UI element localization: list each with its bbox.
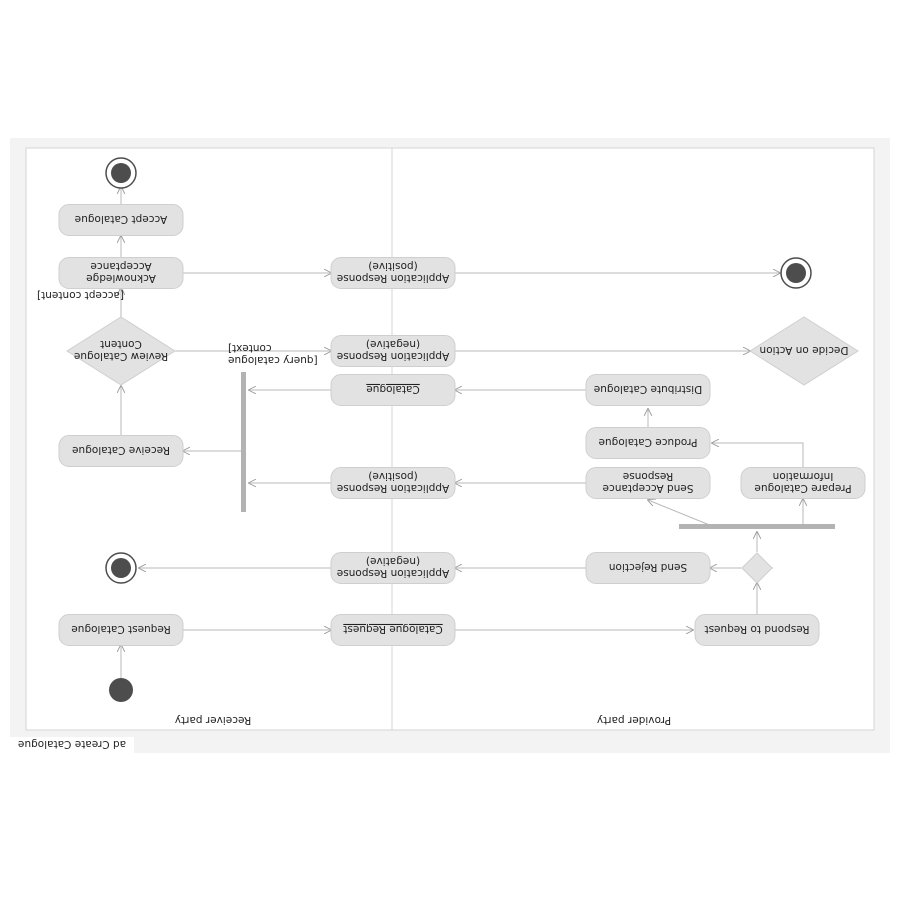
action-node-shape <box>585 467 711 499</box>
action-node-shape <box>58 614 184 646</box>
node-app-response-positive-1: Application Response(positive) <box>330 467 456 499</box>
node-distribute-catalogue: Distribute Catalogue <box>585 374 711 406</box>
node-receive-catalogue: Receive Catalogue <box>58 435 184 467</box>
lane-label-receiver: Receiver party <box>175 714 252 726</box>
node-label: Review Catalogue <box>74 350 168 362</box>
object-node-shape <box>330 552 456 584</box>
node-label: Catalogue <box>366 383 419 395</box>
decision-shape <box>749 316 859 386</box>
node-label: Send Rejection <box>609 561 687 573</box>
frame-title: ad Create Catalogue <box>18 738 126 750</box>
final-node-receiver-top <box>105 157 137 189</box>
node-label: Response <box>623 470 673 482</box>
decision-shape <box>66 316 176 386</box>
action-node-shape <box>58 435 184 467</box>
object-node-shape <box>330 257 456 289</box>
node-label: Decide on Action <box>760 344 849 356</box>
join-bar <box>241 372 246 512</box>
object-node-shape <box>330 614 456 646</box>
final-node-receiver-bottom <box>105 552 137 584</box>
node-label: Acceptance <box>90 260 151 272</box>
edges <box>121 187 803 678</box>
guard-query-catalogue: [query catalogue <box>228 354 318 366</box>
node-label: Produce Catalogue <box>599 436 698 448</box>
node-label: Accept Catalogue <box>75 213 168 225</box>
node-decide-on-action: Decide on Action <box>749 316 859 386</box>
edge-prepare-to-produce <box>712 443 804 467</box>
node-label: Respond to Request <box>704 623 809 635</box>
final-node-provider <box>780 257 812 289</box>
node-label: Request Catalogue <box>71 623 170 635</box>
node-label: Application Response <box>337 272 449 284</box>
node-label: Receive Catalogue <box>72 444 170 456</box>
action-node-shape <box>585 427 711 459</box>
action-node-shape <box>585 552 711 584</box>
node-request-catalogue: Request Catalogue <box>58 614 184 646</box>
action-node-shape <box>585 374 711 406</box>
node-label: (negative) <box>366 338 420 350</box>
node-label: Distribute Catalogue <box>594 383 703 395</box>
guard-query-catalogue: context] <box>228 342 272 354</box>
frame-title-tab <box>10 737 134 753</box>
action-node-shape <box>58 257 184 289</box>
node-catalogue-request: Catalogue Request <box>330 614 456 646</box>
object-node-shape <box>330 374 456 406</box>
fork-bar <box>679 524 835 529</box>
node-label: (positive) <box>368 260 417 272</box>
node-label: (negative) <box>366 555 420 567</box>
node-label: Prepare Catalogue <box>754 482 851 494</box>
lane-label-provider: Provider party <box>597 714 671 726</box>
object-node-shape <box>330 467 456 499</box>
node-respond-to-request: Respond to Request <box>694 614 820 646</box>
nodes: Request Catalogue Catalogue Request Respon… <box>58 204 866 646</box>
node-label: Application Response <box>337 482 449 494</box>
node-label: Catalogue Request <box>343 623 442 635</box>
node-label: (positive) <box>368 470 417 482</box>
node-label: Send Acceptance <box>603 482 694 494</box>
node-produce-catalogue: Produce Catalogue <box>585 427 711 459</box>
edge-fork-to-send-acceptance <box>648 500 713 527</box>
node-app-response-positive-2: Application Response(positive) <box>330 257 456 289</box>
node-app-response-negative-2: Application Response(negative) <box>330 335 456 367</box>
node-app-response-negative-1: Application Response(negative) <box>330 552 456 584</box>
guard-accept-content: [accept content] <box>37 289 124 301</box>
request-decision-node <box>741 552 773 584</box>
node-accept-catalogue: Accept Catalogue <box>58 204 184 236</box>
node-label: Content <box>100 338 142 350</box>
node-label: Application Response <box>337 567 449 579</box>
node-send-rejection: Send Rejection <box>585 552 711 584</box>
object-node-shape <box>330 335 456 367</box>
node-label: Acknowledge <box>86 272 156 284</box>
initial-node <box>109 678 133 702</box>
node-label: Application Response <box>337 350 449 362</box>
action-node-shape <box>740 467 866 499</box>
node-catalogue: Catalogue <box>330 374 456 406</box>
action-node-shape <box>58 204 184 236</box>
action-node-shape <box>694 614 820 646</box>
node-label: Information <box>773 470 834 482</box>
